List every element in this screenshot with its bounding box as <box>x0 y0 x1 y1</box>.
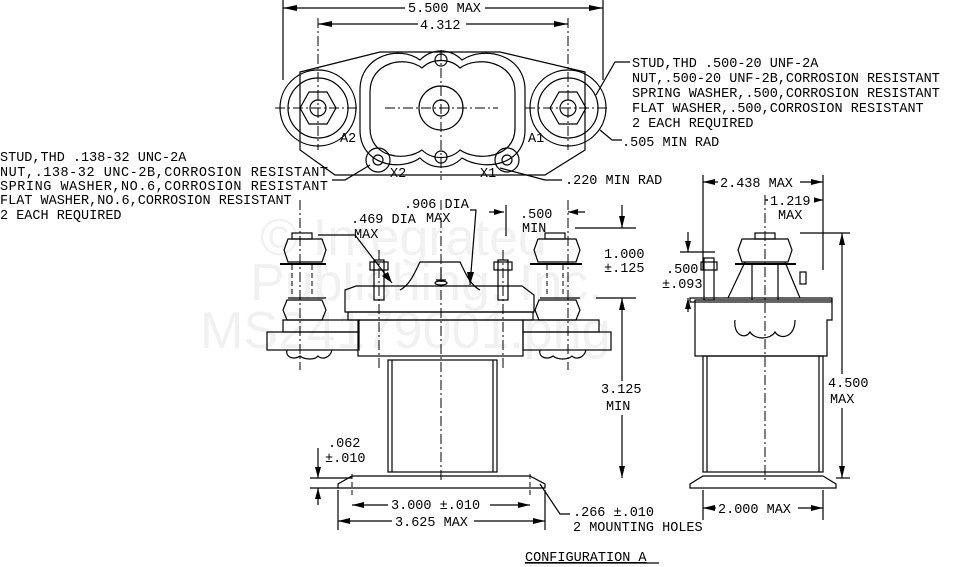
note-line: FLAT WASHER,NO.6,CORROSION RESISTANT <box>0 194 292 209</box>
dia-906-label: .906 DIA <box>404 198 470 213</box>
min-500-label: .500 <box>520 208 552 223</box>
small-height-tol: ±.093 <box>662 278 703 293</box>
base-depth-dim: 2.000 MAX <box>718 503 791 518</box>
note-line: 2 EACH REQUIRED <box>0 209 122 224</box>
front-view: .469 DIA MAX .906 DIA MAX .500 MIN 1.000… <box>266 198 703 536</box>
side-view: 2.438 MAX 1.219 MAX .500 ±.093 4.500 MAX <box>662 174 869 520</box>
overall-height-max: MAX <box>830 393 854 408</box>
small-stud-note: STUD,THD .138-32 UNC-2A NUT,.138-32 UNC-… <box>0 151 328 224</box>
watermark: © Integrated Publishing, Inc. MS24179001… <box>200 209 611 360</box>
drawing-caption: CONFIGURATION A <box>525 551 647 566</box>
small-height-label: .500 <box>666 263 698 278</box>
note-line: STUD,THD .138-32 UNC-2A <box>0 151 187 166</box>
main-rad-note: .505 MIN RAD <box>622 136 719 151</box>
base-width-dim: 3.625 MAX <box>395 516 468 531</box>
min-500-min: MIN <box>522 222 546 237</box>
watermark-line1: © Integrated <box>260 209 547 267</box>
terminal-label-x1: X1 <box>480 167 496 182</box>
overall-height-label: 4.500 <box>828 377 869 392</box>
note-line: FLAT WASHER,.500,CORROSION RESISTANT <box>632 102 924 117</box>
hole-spacing-dim: 3.000 ±.010 <box>391 499 480 514</box>
terminal-label-a1: A1 <box>528 132 544 147</box>
dia-906-max: MAX <box>426 212 450 227</box>
height-3125-label: 3.125 <box>601 383 642 398</box>
note-line: 2 EACH REQUIRED <box>632 117 754 132</box>
main-stud-note: STUD,THD .500-20 UNF-2A NUT,.500-20 UNF-… <box>632 57 940 132</box>
holes-size: .266 ±.010 <box>573 506 654 521</box>
note-line: NUT,.138-32 UNC-2B,CORROSION RESISTANT <box>0 166 328 181</box>
top-view: 5.500 MAX 4.312 A2 A1 X2 X1 STUD,THD .5 <box>0 0 940 224</box>
thickness-label: .062 <box>328 437 360 452</box>
depth-dim: 2.438 MAX <box>720 177 793 192</box>
offset-dim-label: 1.219 <box>770 195 811 210</box>
dia-469-max: MAX <box>354 228 378 243</box>
height-3125-min: MIN <box>606 400 630 415</box>
thickness-tol: ±.010 <box>325 452 366 467</box>
terminal-label-x2: X2 <box>390 167 406 182</box>
note-line: NUT,.500-20 UNF-2B,CORROSION RESISTANT <box>632 72 940 87</box>
dim-stud-spacing: 4.312 <box>420 19 461 34</box>
watermark-line3: MS24179001.png <box>200 302 611 360</box>
holes-note: 2 MOUNTING HOLES <box>573 521 703 536</box>
terminal-label-a2: A2 <box>340 132 356 147</box>
offset-dim-max: MAX <box>778 209 802 224</box>
height-1000-label: 1.000 <box>604 248 645 263</box>
note-line: SPRING WASHER,NO.6,CORROSION RESISTANT <box>0 180 328 195</box>
small-rad-note: .220 MIN RAD <box>565 174 662 189</box>
dim-overall-width: 5.500 MAX <box>408 2 481 17</box>
note-line: STUD,THD .500-20 UNF-2A <box>632 57 819 72</box>
height-1000-tol: ±.125 <box>604 262 645 277</box>
dia-469-label: .469 DIA <box>351 213 417 228</box>
note-line: SPRING WASHER,.500,CORROSION RESISTANT <box>632 87 940 102</box>
